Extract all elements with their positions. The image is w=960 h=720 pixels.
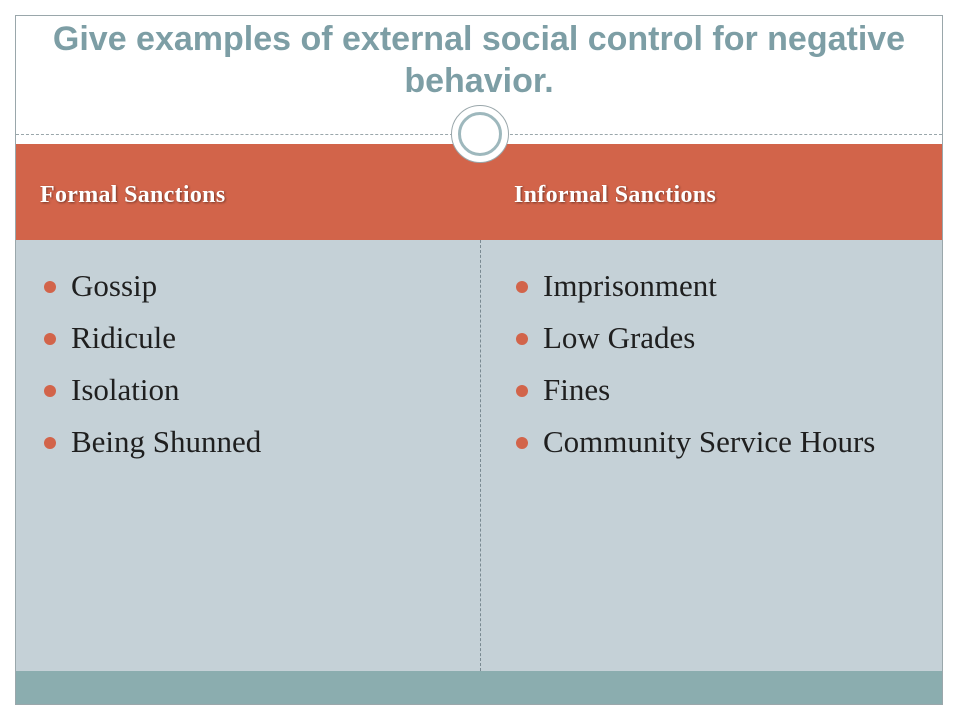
list-item-text: Imprisonment xyxy=(543,268,717,303)
list-item: Ridicule xyxy=(44,320,464,356)
formal-sanctions-list: Gossip Ridicule Isolation Being Shunned xyxy=(44,268,464,476)
list-item-text: Isolation xyxy=(71,372,180,407)
list-item-text: Low Grades xyxy=(543,320,696,355)
list-item: Isolation xyxy=(44,372,464,408)
bullet-icon xyxy=(516,385,528,397)
list-item: Imprisonment xyxy=(516,268,916,304)
list-item: Being Shunned xyxy=(44,424,464,460)
column-divider xyxy=(480,240,481,671)
bullet-icon xyxy=(44,281,56,293)
list-item-text: Being Shunned xyxy=(71,424,262,459)
slide-title: Give examples of external social control… xyxy=(52,20,906,100)
bullet-icon xyxy=(44,333,56,345)
list-item-text: Fines xyxy=(543,372,611,407)
list-item-text: Gossip xyxy=(71,268,158,303)
list-item-text: Ridicule xyxy=(71,320,177,355)
footer-band xyxy=(16,671,942,704)
list-item: Gossip xyxy=(44,268,464,304)
bullet-icon xyxy=(516,437,528,449)
decorative-ring-icon xyxy=(458,112,502,156)
list-item: Community Service Hours xyxy=(516,424,916,460)
column-header-informal: Informal Sanctions xyxy=(514,182,717,208)
table-body xyxy=(16,240,942,671)
list-item-text: Community Service Hours xyxy=(543,424,876,459)
bullet-icon xyxy=(44,385,56,397)
informal-sanctions-list: Imprisonment Low Grades Fines Community … xyxy=(516,268,916,476)
bullet-icon xyxy=(516,333,528,345)
bullet-icon xyxy=(44,437,56,449)
list-item: Fines xyxy=(516,372,916,408)
column-header-formal: Formal Sanctions xyxy=(40,182,226,208)
list-item: Low Grades xyxy=(516,320,916,356)
bullet-icon xyxy=(516,281,528,293)
